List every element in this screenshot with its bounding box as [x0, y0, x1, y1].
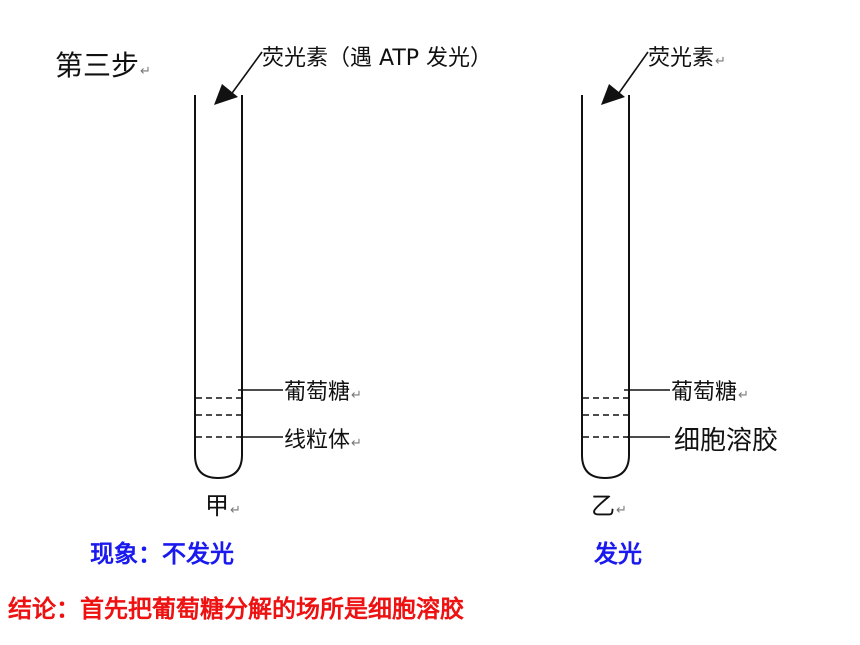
- tube-b-top-label: 荧光素↵: [648, 46, 726, 71]
- tube-b-name: 乙↵: [591, 492, 627, 520]
- tube-a-name: 甲↵: [205, 492, 241, 520]
- return-mark-icon: ↵: [351, 436, 362, 451]
- tube-b-phenomenon: 发光: [594, 540, 642, 568]
- return-mark-icon: ↵: [616, 503, 627, 518]
- tube-a-outline: [194, 95, 243, 480]
- tube-a-phenomenon: 现象：不发光: [90, 540, 234, 568]
- tube-a-layer-lower-label: 线粒体↵: [284, 428, 362, 453]
- tube-b-layer-lower-label: 细胞溶胶: [674, 426, 779, 456]
- tube-b-outline: [581, 95, 630, 480]
- tube-b-arrow-head: [601, 84, 625, 105]
- return-mark-icon: ↵: [351, 388, 362, 403]
- tube-a-layer-upper-label: 葡萄糖↵: [284, 380, 362, 405]
- return-mark-icon: ↵: [738, 388, 749, 403]
- return-mark-icon: ↵: [140, 64, 151, 79]
- tube-b: [581, 51, 670, 480]
- return-mark-icon: ↵: [230, 503, 241, 518]
- tube-a-top-label: 荧光素（遇 ATP 发光）: [262, 46, 493, 71]
- tube-b-layer-upper-label: 葡萄糖↵: [671, 380, 749, 405]
- tube-a-arrow-shaft: [226, 51, 263, 101]
- tube-a: [194, 51, 283, 480]
- conclusion-text: 结论：首先把葡萄糖分解的场所是细胞溶胶: [8, 595, 464, 623]
- tube-b-arrow-shaft: [613, 51, 649, 101]
- step-label: 第三步↵: [55, 49, 151, 82]
- return-mark-icon: ↵: [715, 54, 726, 69]
- tube-a-arrow-head: [214, 84, 238, 105]
